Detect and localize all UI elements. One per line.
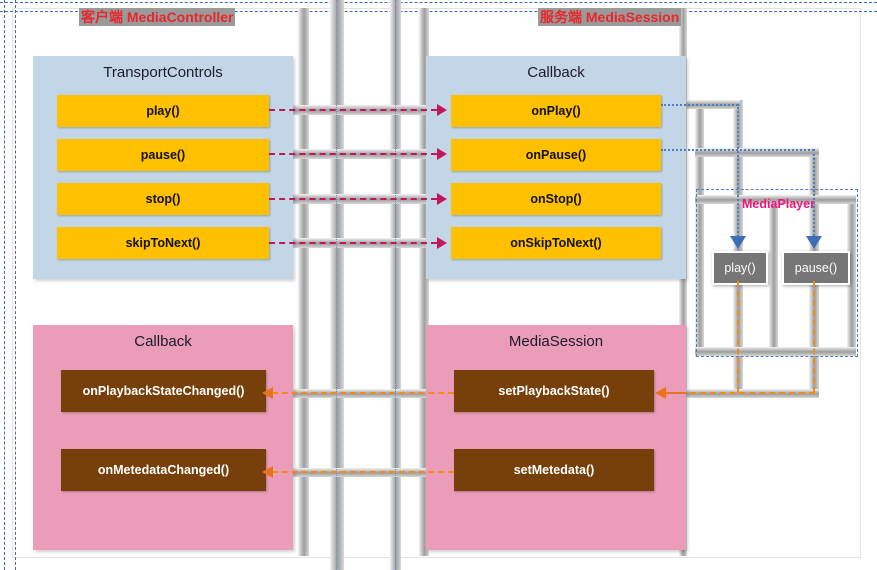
group-title-server-callback: Callback [527, 64, 585, 81]
group-title-media-player: MediaPlayer [742, 197, 815, 211]
group-title-media-session: MediaSession [508, 333, 604, 350]
group-transport-controls[interactable]: TransportControls play() pause() stop() … [33, 56, 293, 279]
chip-media-player-play[interactable]: play() [712, 251, 768, 285]
chip-on-skip-to-next[interactable]: onSkipToNext() [451, 227, 661, 259]
chip-media-player-pause[interactable]: pause() [782, 251, 850, 285]
chip-on-stop[interactable]: onStop() [451, 183, 661, 215]
chip-set-playback-state[interactable]: setPlaybackState() [454, 370, 654, 412]
chip-on-metedata-changed[interactable]: onMetedataChanged() [61, 449, 266, 491]
group-media-session[interactable]: MediaSession setPlaybackState() setMeted… [426, 325, 686, 550]
group-server-callback[interactable]: Callback onPlay() onPause() onStop() onS… [426, 56, 686, 279]
chip-on-pause[interactable]: onPause() [451, 139, 661, 171]
group-title-transport-controls: TransportControls [103, 64, 223, 81]
chip-play[interactable]: play() [57, 95, 269, 127]
group-title-client-callback: Callback [134, 333, 192, 350]
chip-pause[interactable]: pause() [57, 139, 269, 171]
chip-stop[interactable]: stop() [57, 183, 269, 215]
chip-set-metedata[interactable]: setMetedata() [454, 449, 654, 491]
group-client-callback[interactable]: Callback onPlaybackStateChanged() onMete… [33, 325, 293, 550]
heading-server: 服务端 MediaSession [538, 8, 682, 26]
group-media-player[interactable] [696, 189, 858, 357]
chip-on-playback-state-changed[interactable]: onPlaybackStateChanged() [61, 370, 266, 412]
chip-on-play[interactable]: onPlay() [451, 95, 661, 127]
heading-client: 客户端 MediaController [79, 8, 236, 26]
chip-skip-to-next[interactable]: skipToNext() [57, 227, 269, 259]
